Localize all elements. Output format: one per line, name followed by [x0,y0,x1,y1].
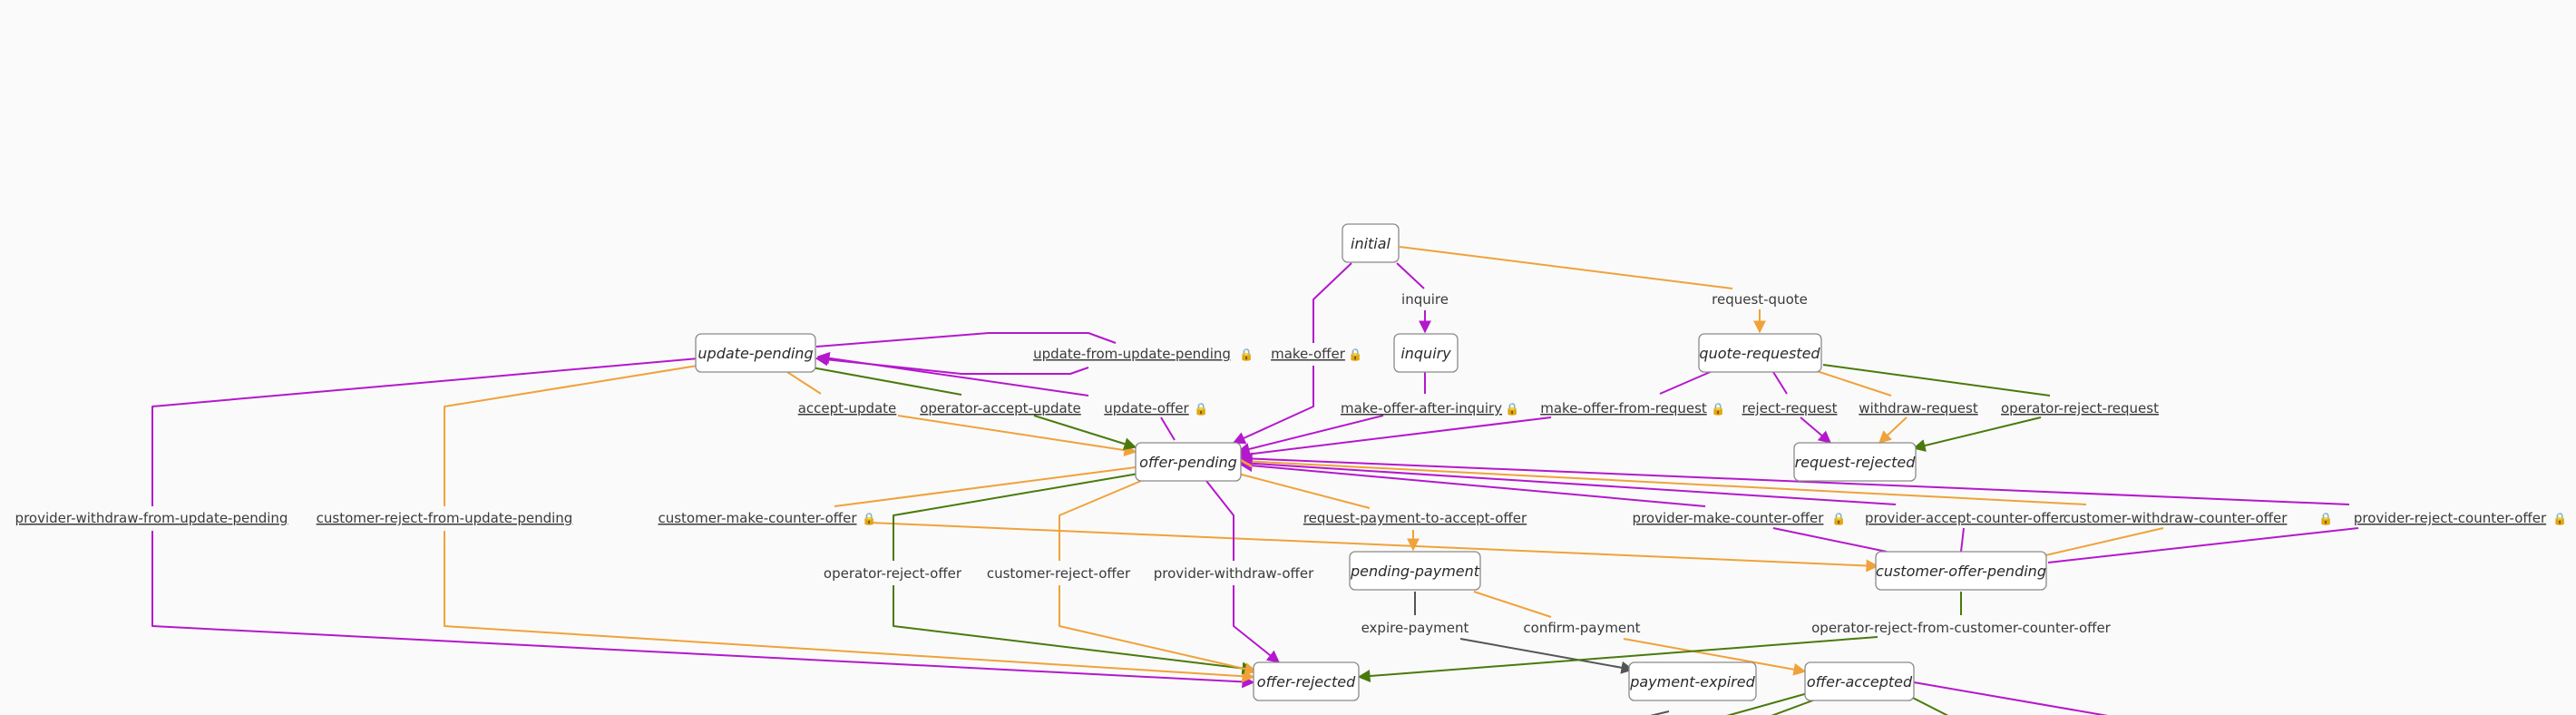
transition-link-update-offer[interactable]: update-offer [1104,400,1189,416]
edge-offer-accepted-offscreen-4 [1913,681,2109,715]
lock-icon: 🔒 [1711,403,1725,416]
transition-link-provider-reject-counter-offer[interactable]: provider-reject-counter-offer [2354,510,2547,526]
lock-icon: 🔒 [1194,403,1208,416]
edge-reject-request [1772,371,1830,443]
state-customer-offer-pending[interactable]: customer-offer-pending [1875,551,2047,591]
edge-offer-accepted-offscreen-1 [1726,691,1815,715]
state-offer-pending[interactable]: offer-pending [1135,442,1242,482]
state-label: pending-payment [1350,563,1480,580]
transition-label-expire-payment: expire-payment [1361,620,1469,636]
edge-operator-accept-update [811,367,1136,447]
state-label: initial [1351,235,1391,252]
lock-icon: 🔒 [1239,348,1254,362]
edge-request-payment-to-accept-offer [1237,473,1413,550]
transition-link-customer-reject-from-update-pending[interactable]: customer-reject-from-update-pending [317,510,573,526]
transition-link-customer-make-counter-offer[interactable]: customer-make-counter-offer [658,510,857,526]
edge-request-quote [1399,246,1760,332]
state-pending-payment[interactable]: pending-payment [1349,551,1481,591]
state-offer-rejected[interactable]: offer-rejected [1253,661,1360,701]
transition-link-make-offer-from-request[interactable]: make-offer-from-request [1540,400,1707,416]
state-label: customer-offer-pending [1876,563,2046,580]
edges [151,246,2359,715]
state-label: payment-expired [1629,673,1755,691]
transition-link-provider-make-counter-offer[interactable]: provider-make-counter-offer [1633,510,1825,526]
transition-link-reject-request[interactable]: reject-request [1742,400,1837,416]
transition-link-operator-accept-update[interactable]: operator-accept-update [920,400,1081,416]
edge-customer-reject-offer [1059,480,1256,671]
edge-make-offer-from-request [1238,369,1715,455]
transition-label-confirm-payment: confirm-payment [1523,620,1640,636]
state-offer-accepted[interactable]: offer-accepted [1804,661,1915,701]
transition-link-update-from-update-pending[interactable]: update-from-update-pending [1033,346,1231,362]
edge-labels: inquire request-quote make-offer 🔒 updat… [15,291,2568,636]
state-label: inquiry [1400,345,1451,362]
edge-operator-reject-request [1822,364,2051,448]
edge-withdraw-request [1813,369,1908,443]
state-label: quote-requested [1699,345,1820,362]
edge-customer-make-counter-offer [834,466,1878,566]
transition-link-withdraw-request[interactable]: withdraw-request [1859,400,1978,416]
edge-accept-update [786,371,1136,452]
edge-payment-expired-offscreen [1650,710,1670,715]
lock-icon: 🔒 [1348,348,1362,362]
edge-provider-reject-counter-offer [1241,458,2359,563]
edge-operator-reject-from-customer-counter-offer [1359,592,1962,677]
transition-link-make-offer-after-inquiry[interactable]: make-offer-after-inquiry [1341,400,1502,416]
state-update-pending[interactable]: update-pending [695,333,816,373]
state-request-rejected[interactable]: request-rejected [1793,442,1917,482]
edge-provider-make-counter-offer [1241,465,1888,553]
state-initial[interactable]: initial [1342,223,1400,263]
transition-link-customer-withdraw-counter-offer[interactable]: customer-withdraw-counter-offer [2064,510,2288,526]
state-quote-requested[interactable]: quote-requested [1698,333,1822,373]
state-label: update-pending [698,345,813,362]
transition-label-inquire: inquire [1401,291,1449,308]
state-label: offer-pending [1139,454,1237,471]
transition-label-operator-reject-offer: operator-reject-offer [824,565,962,582]
edge-provider-accept-counter-offer [1241,463,1965,553]
transition-label-customer-reject-offer: customer-reject-offer [987,565,1131,582]
state-label: offer-rejected [1257,673,1356,691]
nodes: initial update-pending inquiry quote-req… [695,223,2047,701]
lock-icon: 🔒 [1831,513,1846,526]
lock-icon: 🔒 [2552,513,2567,526]
transition-link-provider-accept-counter-offer[interactable]: provider-accept-counter-offer [1865,510,2065,526]
transition-label-operator-reject-from-customer-counter-offer: operator-reject-from-customer-counter-of… [1811,620,2112,636]
transition-link-request-payment-to-accept-offer[interactable]: request-payment-to-accept-offer [1303,510,1527,526]
edge-make-offer-after-inquiry [1238,372,1426,452]
edge-operator-reject-offer [893,473,1254,670]
state-payment-expired[interactable]: payment-expired [1628,661,1757,701]
transition-link-operator-reject-request[interactable]: operator-reject-request [2001,400,2159,416]
edge-update-offer [818,357,1176,441]
transition-label-request-quote: request-quote [1712,291,1808,308]
lock-icon: 🔒 [1505,403,1519,416]
state-label: offer-accepted [1807,673,1913,691]
edge-expire-payment [1414,592,1633,670]
edge-confirm-payment [1473,591,1805,671]
edge-customer-reject-from-update-pending [444,364,1254,677]
lock-icon: 🔒 [862,513,876,526]
edge-customer-withdraw-counter-offer [1241,461,2164,556]
transition-link-make-offer[interactable]: make-offer [1271,346,1346,362]
edge-provider-withdraw-offer [1205,480,1279,662]
transition-link-accept-update[interactable]: accept-update [798,400,897,416]
transition-link-provider-withdraw-from-update-pending[interactable]: provider-withdraw-from-update-pending [15,510,288,526]
edge-make-offer [1234,262,1352,443]
edge-provider-withdraw-from-update-pending [151,358,1254,682]
state-inquiry[interactable]: inquiry [1393,333,1459,373]
lock-icon: 🔒 [2318,513,2333,526]
transition-label-provider-withdraw-offer: provider-withdraw-offer [1154,565,1314,582]
state-label: request-rejected [1795,454,1917,471]
edge-inquire [1396,262,1425,332]
